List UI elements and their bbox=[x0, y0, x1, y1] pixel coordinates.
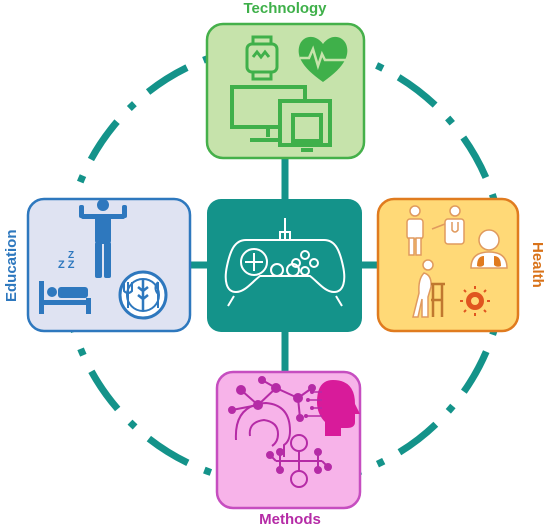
technology-label: Technology bbox=[243, 0, 327, 17]
sleep-bed-icon: Z Z Z bbox=[39, 250, 91, 314]
svg-text:Z Z: Z Z bbox=[58, 259, 75, 271]
network-head-icon bbox=[228, 376, 316, 457]
connectors bbox=[190, 158, 378, 372]
exercise-person-icon bbox=[79, 199, 127, 278]
elderly-walker-icon bbox=[412, 259, 445, 318]
person-icon bbox=[406, 205, 424, 256]
doctor-icon bbox=[431, 205, 465, 245]
methods-label: Methods bbox=[259, 511, 321, 528]
technology-box bbox=[205, 22, 366, 160]
decision-tree-icon bbox=[266, 434, 332, 488]
education-label: Education bbox=[2, 228, 20, 302]
health-box bbox=[376, 197, 520, 333]
smartwatch-icon bbox=[245, 35, 279, 81]
gamepad-icon bbox=[224, 218, 346, 307]
svg-text:Z: Z bbox=[68, 250, 74, 261]
health-label: Health bbox=[528, 242, 546, 288]
heart-monitor-icon bbox=[298, 36, 348, 82]
methods-box bbox=[215, 370, 362, 510]
ai-head-icon bbox=[304, 380, 360, 436]
lungs-patient-icon bbox=[470, 229, 508, 269]
education-box: Z Z Z bbox=[26, 197, 192, 333]
center-box bbox=[207, 199, 362, 332]
virus-icon bbox=[460, 286, 490, 316]
devices-icon bbox=[230, 85, 332, 152]
nutrition-icon bbox=[118, 270, 168, 320]
